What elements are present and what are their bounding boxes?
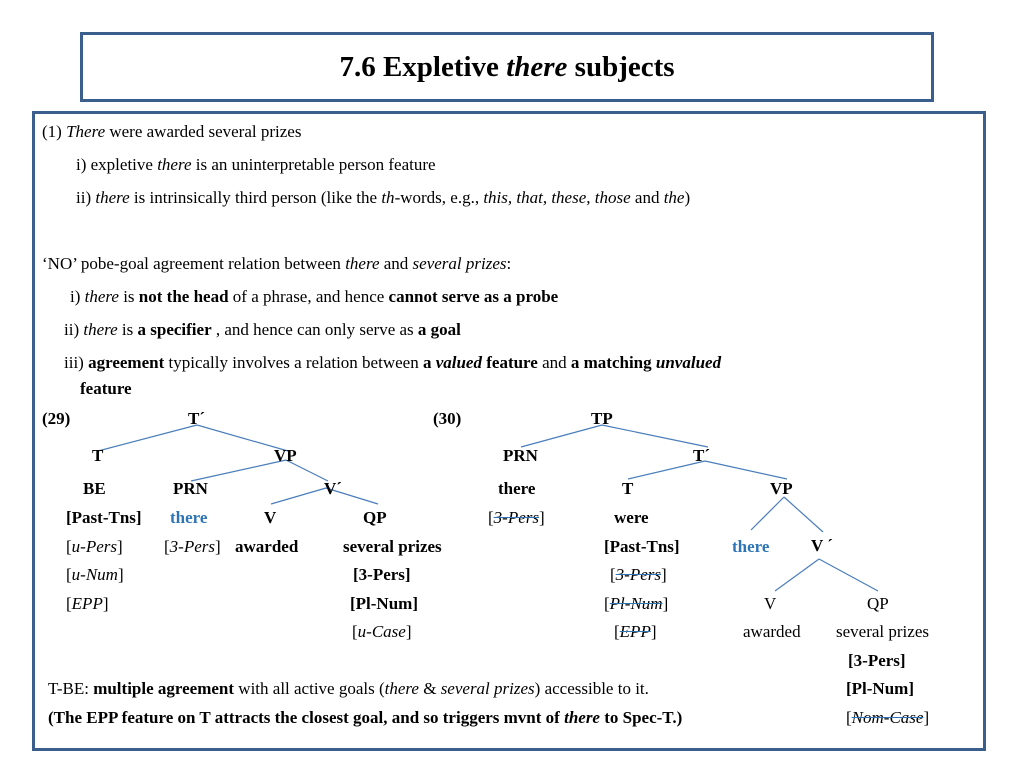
tree30-root: TP (591, 409, 613, 428)
no-point-ii: ii) there is a specifier , and hence can… (64, 320, 461, 339)
tree30-tbar: T´ (693, 446, 710, 465)
tree30-awarded: awarded (743, 622, 801, 641)
tree29-be: BE (83, 479, 106, 498)
tree29-prn: PRN (173, 479, 208, 498)
tree29-vbar: V´ (324, 479, 342, 498)
tree29-epp: [EPP] (66, 594, 109, 613)
tree30-vp: VP (770, 479, 793, 498)
tree29-awarded: awarded (235, 537, 299, 556)
tree30-past-tns: [Past-Tns] (604, 537, 680, 556)
no-point-iii: iii) agreement typically involves a rela… (64, 353, 722, 372)
footer-t-be: T-BE: multiple agreement with all active… (48, 679, 649, 698)
title-rest: subjects (567, 50, 675, 83)
tree30-pl-num-struck: [Pl-Num] (604, 594, 669, 613)
tree30-qp-pl-num: [Pl-Num] (846, 679, 914, 698)
no-agreement-heading: ‘NO’ pobe-goal agreement relation betwee… (42, 254, 512, 273)
tree29-v: V (264, 508, 277, 527)
tree29-past-tns: [Past-Tns] (66, 508, 142, 527)
tree29-qp: QP (363, 508, 387, 527)
tree29-u-num: [u-Num] (66, 565, 124, 584)
title-there: there (506, 50, 568, 83)
footer-epp-note: (The EPP feature on T attracts the close… (48, 708, 683, 727)
tree30-vbar: V ´ (811, 536, 833, 555)
tree29-3-pers: [3-Pers] (164, 537, 221, 556)
example-1: (1) There were awarded several prizes (42, 122, 302, 141)
point-ii: ii) there is intrinsically third person … (76, 188, 691, 207)
title-number: 7.6 Expletive (339, 50, 507, 83)
tree30-several-prizes: several prizes (836, 622, 929, 641)
tree29-several-prizes: several prizes (343, 537, 442, 556)
content-box (32, 111, 986, 751)
tree30-v: V (764, 594, 777, 613)
tree29-t: T (92, 446, 104, 465)
tree30-prn: PRN (503, 446, 538, 465)
tree29-pl-num: [Pl-Num] (350, 594, 418, 613)
tree29-root: T´ (188, 409, 205, 428)
title-box: 7.6 Expletive there subjects (80, 32, 934, 102)
no-point-i: i) there is not the head of a phrase, an… (70, 287, 559, 306)
tree30-label: (30) (433, 409, 462, 428)
tree30-3-pers-struck: [3-Pers] (488, 508, 545, 527)
tree30-qp: QP (867, 594, 889, 613)
tree30-were: were (614, 508, 649, 527)
tree30-epp-struck: [EPP] (614, 622, 657, 641)
tree29-vp: VP (274, 446, 297, 465)
tree30-nom-case-struck: [Nom-Case] (846, 708, 930, 727)
tree30-there: there (498, 479, 536, 498)
tree29-u-pers: [u-Pers] (66, 537, 123, 556)
tree30-t: T (622, 479, 634, 498)
tree29-there: there (170, 508, 208, 527)
point-i: i) expletive there is an uninterpretable… (76, 155, 436, 174)
tree30-t-3-pers-struck: [3-Pers] (610, 565, 667, 584)
tree29-label: (29) (42, 409, 71, 428)
tree30-there-spec: there (732, 537, 770, 556)
tree29-qp-3-pers: [3-Pers] (353, 565, 411, 584)
tree29-u-case: [u-Case] (352, 622, 412, 641)
no-point-iii-cont: feature (80, 379, 132, 398)
slide-title: 7.6 Expletive there subjects (339, 51, 674, 84)
tree30-qp-3-pers: [3-Pers] (848, 651, 906, 670)
